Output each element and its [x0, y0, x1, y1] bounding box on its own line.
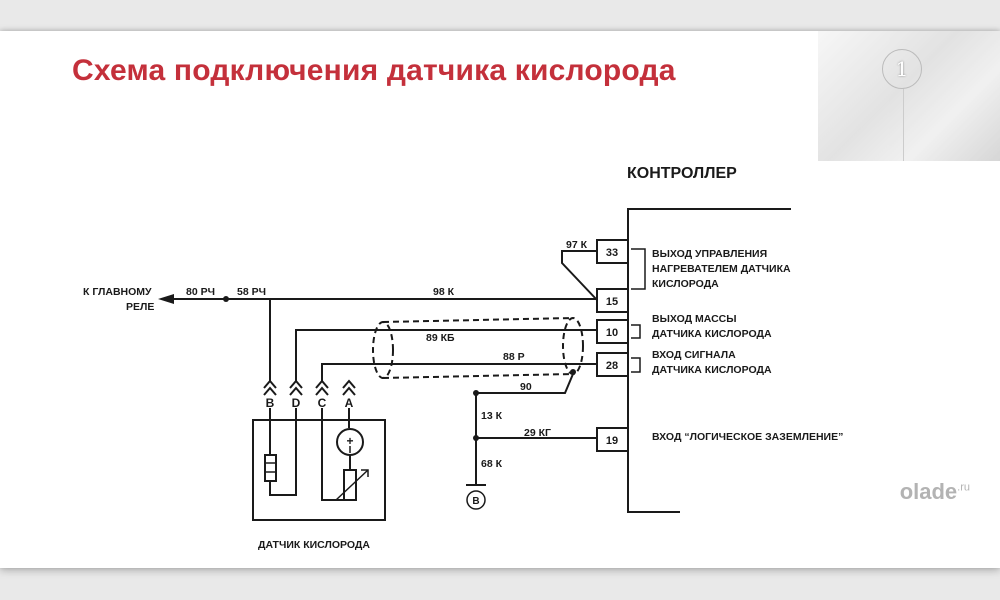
pin-33-desc-2: НАГРЕВАТЕЛЕМ ДАТЧИКА [652, 263, 791, 275]
pin-D-label: D [292, 396, 301, 410]
wire-89 [295, 329, 597, 382]
watermark: olade.ru [900, 479, 970, 505]
wire-88 [321, 363, 597, 382]
ground-symbol [466, 490, 486, 510]
relay-arrow-icon [158, 294, 174, 304]
shield-bottom [382, 373, 574, 379]
pin-10-box [596, 319, 629, 344]
shield-right [562, 317, 584, 375]
pin-19-box [596, 427, 629, 452]
chevron-A-2 [342, 386, 356, 396]
pin-28-desc-1: ВХОД СИГНАЛА [652, 349, 736, 361]
pin-28-desc-2: ДАТЧИКА КИСЛОРОДА [652, 364, 772, 376]
chevron-B-1 [263, 379, 277, 389]
watermark-name: olade [899, 479, 958, 504]
bracket-10 [631, 324, 641, 339]
pin-C-label: C [318, 396, 327, 410]
wire-68-label: 68 К [481, 458, 503, 470]
wire-58-label: 58 РЧ [237, 286, 266, 298]
slide-number-line [903, 88, 904, 161]
pin-10-number: 10 [606, 327, 618, 339]
pin-15-number: 15 [606, 296, 618, 308]
relay-label-2: РЕЛЕ [126, 301, 154, 313]
chevron-D-2 [289, 386, 303, 396]
junction-dot [473, 390, 479, 396]
pin-33-desc-3: КИСЛОРОДА [652, 278, 719, 290]
junction-dot [570, 369, 576, 375]
pin-A-label: A [345, 396, 354, 410]
chevron-D-1 [289, 379, 303, 389]
pin-15-box [596, 288, 629, 313]
bracket-33 [631, 248, 646, 290]
pin-10-desc-1: ВЫХОД МАССЫ [652, 313, 737, 325]
chevron-C-1 [315, 379, 329, 389]
slide-number: 1 [882, 49, 922, 89]
page-title: Схема подключения датчика кислорода [72, 54, 676, 87]
wire-80-label: 80 РЧ [186, 286, 215, 298]
wire-29-label: 29 КГ [524, 427, 551, 439]
junction-dot [223, 296, 229, 302]
chevron-C-2 [315, 386, 329, 396]
bracket-28 [631, 357, 641, 373]
pin-10-desc-2: ДАТЧИКА КИСЛОРОДА [652, 328, 772, 340]
pin-33-desc-1: ВЫХОД УПРАВЛЕНИЯ [652, 248, 767, 260]
ground-label: В [472, 496, 479, 507]
pin-19-number: 19 [606, 435, 618, 447]
wire-D-in [269, 408, 297, 496]
shield-top [382, 317, 574, 323]
variable-resistor [343, 469, 357, 501]
wire-97-label: 97 К [566, 239, 588, 251]
wire-88-label: 88 Р [503, 351, 525, 363]
wire-13-label: 13 К [481, 410, 503, 422]
wire-90-label: 90 [520, 381, 532, 393]
pin-B-label: B [266, 396, 275, 410]
controller-label: КОНТРОЛЛЕР [627, 165, 737, 182]
chevron-B-2 [263, 386, 277, 396]
wire-98-label: 98 К [433, 286, 455, 298]
relay-label-1: К ГЛАВНОМУ [83, 286, 152, 298]
sensor-body [252, 419, 386, 521]
wire-C-in [321, 408, 350, 501]
sensor-label: ДАТЧИК КИСЛОРОДА [258, 539, 370, 551]
junction-dot [473, 435, 479, 441]
pin-33-number: 33 [606, 247, 618, 259]
pin-19-desc-1: ВХОД “ЛОГИЧЕСКОЕ ЗАЗЕМЛЕНИЕ” [652, 431, 843, 443]
heater-element [264, 454, 277, 482]
chevron-A-1 [342, 379, 356, 389]
pin-28-number: 28 [606, 360, 618, 372]
wire-97 [561, 250, 598, 301]
wire-89-label: 89 КБ [426, 332, 455, 344]
watermark-tld: .ru [957, 481, 970, 494]
plus-sign: + [346, 434, 353, 448]
